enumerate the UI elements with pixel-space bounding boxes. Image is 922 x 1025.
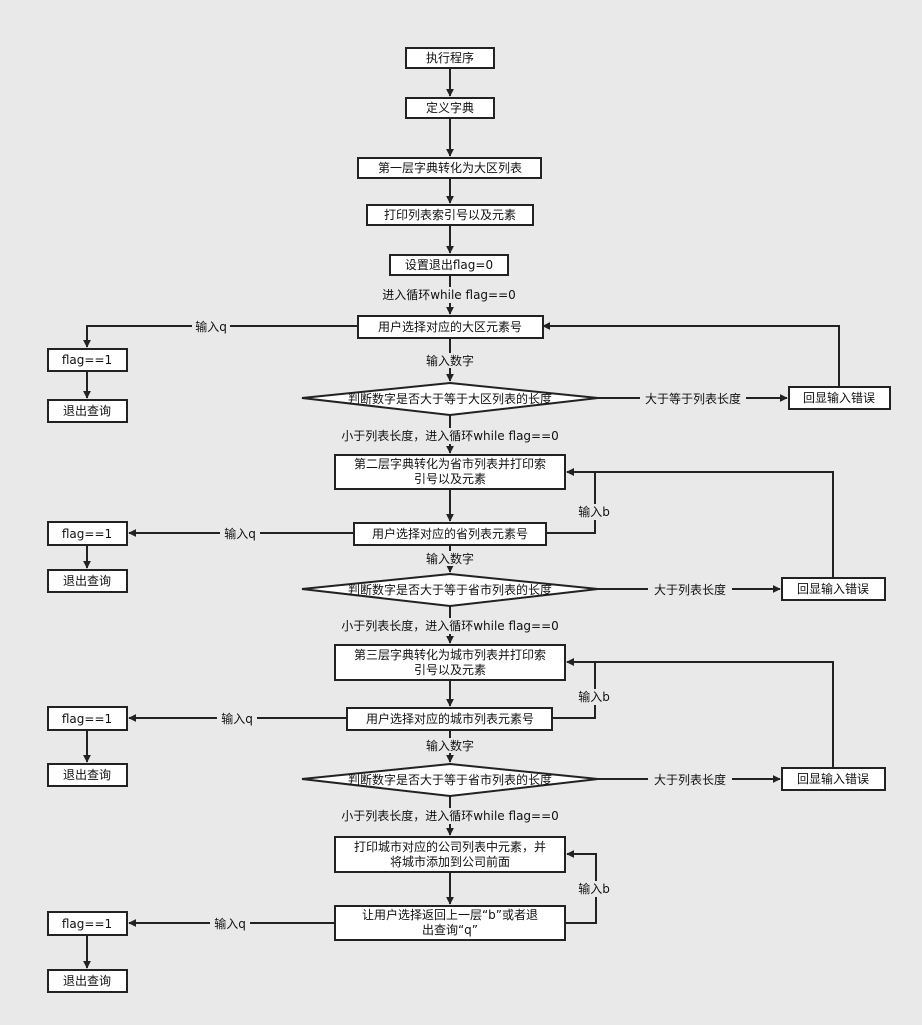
node-set-flag-label: 设置退出flag=0	[405, 258, 493, 272]
node-flag2: flag==1	[47, 521, 128, 546]
node-error3-label: 回显输入错误	[797, 771, 869, 786]
node-print-company-line2: 将城市添加到公司前面	[390, 854, 510, 869]
label-input-q1: 输入q	[195, 319, 227, 334]
node-set-flag: 设置退出flag=0	[389, 254, 509, 276]
label-input-b4: 输入b	[578, 881, 610, 896]
node-error1: 回显输入错误	[788, 386, 891, 410]
node-l2-convert-line1: 第二层字典转化为省市列表并打印索	[354, 456, 546, 471]
label-lt-len3: 小于列表长度，进入循环while flag==0	[341, 808, 559, 823]
node-print-company-line1: 打印城市对应的公司列表中元素，并	[354, 839, 546, 854]
node-flag1-label: flag==1	[62, 353, 112, 367]
label-input-q2: 输入q	[224, 526, 256, 541]
node-quit3: 退出查询	[47, 763, 128, 787]
label-input-q3: 输入q	[221, 711, 253, 726]
node-flag4-label: flag==1	[62, 917, 112, 931]
node-quit1-label: 退出查询	[63, 404, 111, 418]
node-select-region-label: 用户选择对应的大区元素号	[378, 319, 522, 334]
node-flag4: flag==1	[47, 911, 128, 936]
node-choose-back: 让用户选择返回上一层“b”或者退 出查询“q”	[334, 905, 566, 941]
node-quit2: 退出查询	[47, 569, 128, 593]
node-judge2: 判断数字是否大于等于省市列表的长度	[301, 572, 599, 608]
node-l3-convert-line2: 引号以及元素	[414, 663, 486, 677]
node-print-company: 打印城市对应的公司列表中元素，并 将城市添加到公司前面	[334, 836, 566, 873]
node-start: 执行程序	[405, 47, 495, 69]
label-input-num1: 输入数字	[426, 353, 474, 368]
edge-error2-l2	[566, 468, 834, 578]
nodes: 执行程序 定义字典 第一层字典转化为大区列表 打印列表索引号以及元素 设置退出f…	[47, 47, 891, 993]
node-select-province-label: 用户选择对应的省列表元素号	[372, 526, 528, 541]
node-quit2-label: 退出查询	[63, 574, 111, 588]
label-input-q4: 输入q	[214, 916, 246, 931]
node-select-city: 用户选择对应的城市列表元素号	[346, 707, 553, 731]
node-select-region: 用户选择对应的大区元素号	[357, 315, 544, 339]
node-judge3-label: 判断数字是否大于等于省市列表的长度	[348, 772, 552, 787]
label-enter-loop: 进入循环while flag==0	[382, 288, 516, 302]
edge-error3-l3	[566, 658, 834, 768]
label-input-b2: 输入b	[578, 504, 610, 519]
node-select-city-label: 用户选择对应的城市列表元素号	[366, 711, 534, 726]
node-choose-back-line1: 让用户选择返回上一层“b”或者退	[362, 907, 538, 922]
node-l2-convert-line2: 引号以及元素	[414, 472, 486, 486]
node-print-l1: 打印列表索引号以及元素	[366, 204, 534, 226]
node-l1-convert-label: 第一层字典转化为大区列表	[378, 160, 522, 175]
label-ge-len1: 大于等于列表长度	[645, 391, 741, 406]
node-judge1-label: 判断数字是否大于等于大区列表的长度	[348, 391, 552, 406]
node-choose-back-line2: 出查询“q”	[422, 923, 478, 937]
label-input-num2: 输入数字	[426, 551, 474, 566]
node-print-l1-label: 打印列表索引号以及元素	[384, 208, 516, 222]
node-l3-convert: 第三层字典转化为城市列表并打印索 引号以及元素	[334, 644, 566, 681]
node-quit4: 退出查询	[47, 969, 128, 993]
node-flag3-label: flag==1	[62, 712, 112, 726]
node-flag1: flag==1	[47, 348, 128, 372]
node-error1-label: 回显输入错误	[803, 390, 875, 405]
edge-select1-flag1	[83, 325, 358, 348]
edge-labels: 进入循环while flag==0 输入q 输入数字 大于等于列表长度 小于列表…	[192, 287, 746, 931]
node-quit3-label: 退出查询	[63, 768, 111, 782]
node-judge3: 判断数字是否大于等于省市列表的长度	[301, 762, 599, 798]
label-lt-len2: 小于列表长度，进入循环while flag==0	[341, 618, 559, 633]
node-define-dict-label: 定义字典	[426, 100, 474, 115]
node-quit1: 退出查询	[47, 399, 128, 423]
label-gt-len3: 大于列表长度	[654, 772, 726, 787]
node-judge1: 判断数字是否大于等于大区列表的长度	[301, 381, 599, 417]
node-error2-label: 回显输入错误	[797, 581, 869, 596]
node-error3: 回显输入错误	[781, 767, 886, 791]
node-define-dict: 定义字典	[405, 97, 495, 119]
node-start-label: 执行程序	[426, 50, 474, 65]
node-error2: 回显输入错误	[781, 577, 886, 601]
label-input-num3: 输入数字	[426, 738, 474, 753]
node-quit4-label: 退出查询	[63, 974, 111, 988]
node-l3-convert-line1: 第三层字典转化为城市列表并打印索	[354, 647, 546, 662]
label-lt-len1: 小于列表长度，进入循环while flag==0	[341, 428, 559, 443]
node-judge2-label: 判断数字是否大于等于省市列表的长度	[348, 582, 552, 597]
node-l2-convert: 第二层字典转化为省市列表并打印索 引号以及元素	[334, 454, 566, 490]
node-l1-convert: 第一层字典转化为大区列表	[357, 157, 542, 179]
node-flag3: flag==1	[47, 706, 128, 731]
node-flag2-label: flag==1	[62, 527, 112, 541]
edge-error1-select1	[542, 322, 840, 387]
node-select-province: 用户选择对应的省列表元素号	[353, 522, 547, 546]
edges	[83, 68, 840, 969]
label-gt-len2: 大于列表长度	[654, 582, 726, 597]
label-input-b3: 输入b	[578, 689, 610, 704]
